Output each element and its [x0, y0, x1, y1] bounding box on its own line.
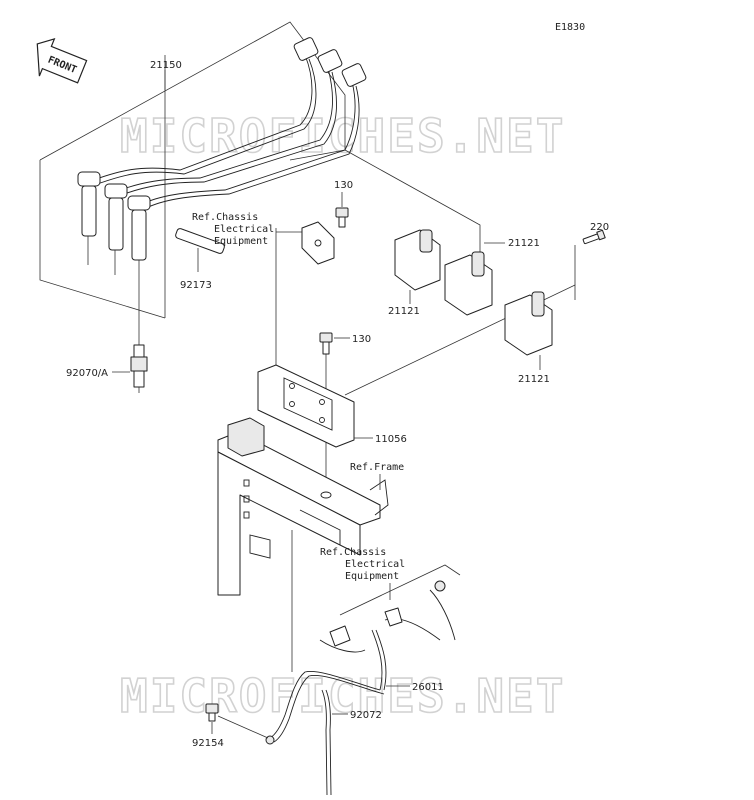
ref-frame: Ref.Frame [350, 462, 404, 473]
ignition-coil-middle [444, 251, 493, 316]
ref-chassis-top-line3: Equipment [214, 236, 268, 247]
ref-chassis-top-line2: Electrical [214, 224, 274, 235]
watermark-bottom: MICROFICHES.NET [120, 669, 565, 723]
wire-set-outline [39, 21, 346, 319]
part-label-130-middle: 130 [352, 334, 371, 345]
ref-chassis-bottom-line1: Ref.Chassis [320, 547, 386, 558]
bolt-220 [582, 229, 606, 245]
part-label-92070: 92070/A [66, 368, 108, 379]
frame [217, 417, 389, 596]
part-label-21150: 21150 [150, 60, 182, 71]
watermark-top: MICROFICHES.NET [120, 109, 565, 163]
part-label-26011: 26011 [412, 682, 444, 693]
ignition-coil-left [394, 229, 441, 291]
clamp-92173 [175, 228, 225, 272]
part-label-130-top: 130 [334, 180, 353, 191]
cable-26011 [265, 564, 461, 745]
part-label-92154: 92154 [192, 738, 224, 749]
part-label-92072: 92072 [350, 710, 382, 721]
part-label-220: 220 [590, 222, 609, 233]
front-arrow-icon: FRONT [36, 38, 88, 84]
coil-mount-plate-11056 [257, 364, 355, 448]
bolt-92154 [205, 703, 269, 739]
part-label-21121-left: 21121 [388, 306, 420, 317]
strap-92072 [321, 689, 332, 796]
ignition-coil-right [504, 291, 553, 356]
diagram-code: E1830 [555, 22, 585, 33]
spark-plug-wires [77, 37, 367, 345]
ref-chassis-top-line1: Ref.Chassis [192, 212, 258, 223]
bolt-130-top [335, 207, 349, 228]
part-label-21121-middle: 21121 [508, 238, 540, 249]
part-label-21121-right: 21121 [518, 374, 550, 385]
part-label-11056: 11056 [375, 434, 407, 445]
ref-chassis-bottom-line3: Equipment [345, 571, 399, 582]
ref-chassis-bottom-line2: Electrical [345, 559, 405, 570]
coil-bracket [275, 221, 335, 372]
part-label-92173: 92173 [180, 280, 212, 291]
spark-plug-92070 [130, 344, 148, 393]
